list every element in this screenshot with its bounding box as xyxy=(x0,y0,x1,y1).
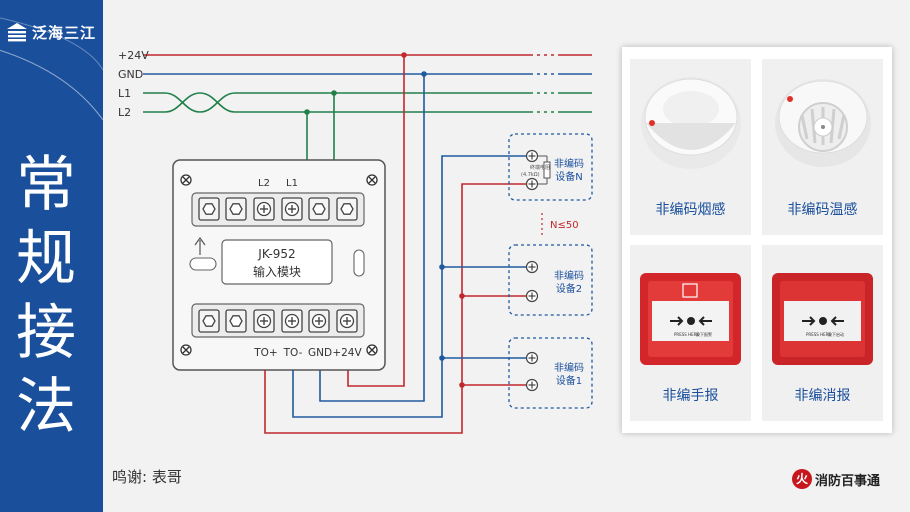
product-card-manual-alarm: PRESS HERE 按下报警 非编手报 xyxy=(630,245,751,421)
footer-brand: 火 消防百事通 xyxy=(792,469,880,489)
smoke-detector-image xyxy=(641,77,741,169)
input-module-jk952: L2 L1 JK-952 输入模块 TO+ TO- GND +24V xyxy=(172,159,386,371)
terminal-label-to-plus: TO+ xyxy=(253,347,277,359)
product-card-hydrant: PRESS HERE 按下启动 非编消报 xyxy=(762,245,883,421)
device-1-label-line2: 设备1 xyxy=(556,374,582,387)
svg-text:按下报警: 按下报警 xyxy=(696,331,712,337)
terminal-label-l1: L1 xyxy=(286,178,298,189)
bus-label-24v: +24V xyxy=(118,49,149,62)
footer-brand-text: 消防百事通 xyxy=(815,473,881,489)
device-count-note: N≤50 xyxy=(550,220,579,231)
product-label-smoke: 非编码烟感 xyxy=(655,202,726,218)
brand-logo-text: 泛海三江 xyxy=(32,23,97,42)
resistor-value: (4.7kΩ) xyxy=(521,172,540,178)
manual-call-point-image: PRESS HERE 按下报警 xyxy=(640,273,741,365)
product-label-heat: 非编码温感 xyxy=(787,202,858,218)
product-label-hydrant: 非编消报 xyxy=(794,388,851,404)
bus-label-l2: L2 xyxy=(118,106,131,119)
device-n-label-line1: 非编码 xyxy=(554,157,584,170)
terminal-label-24v: +24V xyxy=(332,347,362,359)
sanjiang-logo-icon xyxy=(7,23,27,42)
device-1: 非编码 设备1 xyxy=(508,337,593,409)
terminal-label-l2: L2 xyxy=(258,178,270,189)
acknowledgement: 鸣谢: 表哥 xyxy=(112,468,182,486)
svg-text:PRESS HERE: PRESS HERE xyxy=(674,332,699,337)
device-1-label-line1: 非编码 xyxy=(554,361,584,374)
page-title: 常规接法 xyxy=(16,150,76,442)
product-card-smoke: 非编码烟感 xyxy=(630,59,751,235)
decorative-arc xyxy=(0,17,103,121)
sidebar: 泛海三江 常规接法 xyxy=(0,0,103,512)
svg-text:PRESS HERE: PRESS HERE xyxy=(806,332,831,337)
hydrant-button-image: PRESS HERE 按下启动 xyxy=(772,273,873,365)
product-label-manual-alarm: 非编手报 xyxy=(662,388,719,404)
device-n: 终端电阻 (4.7kΩ) 非编码 设备N xyxy=(508,133,593,201)
heat-detector-image xyxy=(775,79,871,167)
up-arrow-icon xyxy=(194,236,206,255)
resistor-note: 终端电阻 xyxy=(530,164,550,171)
device-2-label-line2: 设备2 xyxy=(556,282,582,295)
module-model: JK-952 xyxy=(257,247,295,261)
terminal-label-gnd: GND xyxy=(308,347,332,359)
device-n-label-line2: 设备N xyxy=(555,170,582,183)
device-2-label-line1: 非编码 xyxy=(554,269,584,282)
product-panel: 非编码烟感 非编码温感 PRESS HERE 按下 xyxy=(622,47,892,433)
product-card-heat: 非编码温感 xyxy=(762,59,883,235)
bus-label-gnd: GND xyxy=(118,68,143,81)
brand-logo: 泛海三江 xyxy=(5,20,96,44)
svg-text:按下启动: 按下启动 xyxy=(828,331,844,337)
module-name: 输入模块 xyxy=(253,264,301,279)
terminal-label-to-minus: TO- xyxy=(283,347,303,359)
bus-label-l1: L1 xyxy=(118,87,131,100)
device-2: 非编码 设备2 xyxy=(508,244,593,316)
fire-brand-icon: 火 xyxy=(792,469,812,489)
wiring-diagram: +24V GND L1 L2 L2 L1 JK-952 输入模块 xyxy=(118,49,593,434)
